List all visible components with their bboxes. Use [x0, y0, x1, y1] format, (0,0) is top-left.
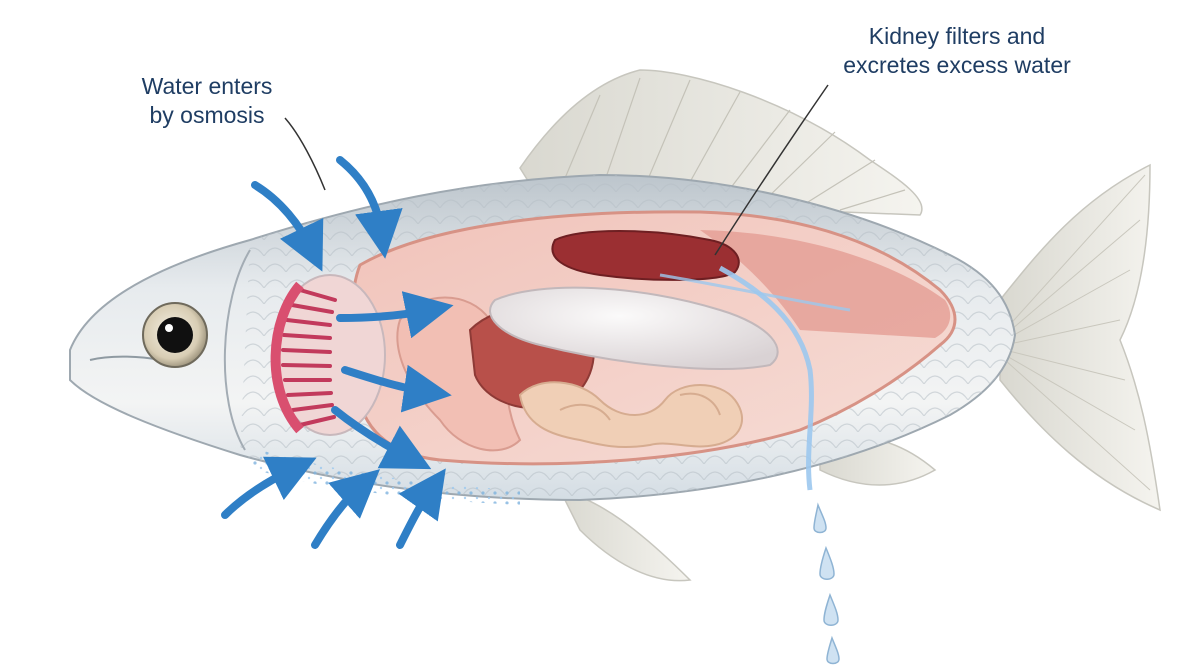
pupil [157, 317, 193, 353]
ureter [718, 265, 814, 491]
water-drop-3 [823, 592, 839, 626]
intestine [518, 381, 744, 449]
kidney-label: Kidney filters and excretes excess water [832, 22, 1082, 80]
swim-bladder [489, 286, 779, 370]
arrow-gill-3 [331, 406, 432, 470]
gills [281, 288, 337, 427]
caudal-fin [999, 163, 1161, 512]
osmosis-label-line-1: Water enters [141, 73, 273, 99]
arrow-bottom-2 [311, 469, 380, 549]
arrow-gill-1 [336, 291, 454, 339]
osmosis-label-line-2: by osmosis [149, 102, 265, 128]
arrow-top-1 [251, 181, 324, 272]
kidney-duct [659, 273, 851, 312]
muscle-flesh [700, 230, 951, 338]
kidney-label-line-2: excretes excess water [843, 52, 1071, 78]
caudal-fin-rays [1004, 174, 1151, 491]
pelvic-fin [558, 488, 692, 582]
operculum [223, 249, 251, 451]
water-drops [813, 502, 840, 665]
arrow-gill-2 [341, 364, 452, 413]
belly-water-dots [250, 450, 520, 505]
arrow-bottom-3 [396, 468, 446, 549]
osmosis-arrows [221, 156, 454, 549]
osmosis-leader-line [284, 117, 326, 191]
water-drop-1 [813, 502, 827, 534]
water-drop-4 [826, 635, 840, 665]
eye-highlight [165, 324, 173, 332]
arrow-bottom-1 [221, 456, 317, 519]
kidney-label-line-1: Kidney filters and [868, 23, 1046, 49]
gill-arch [270, 281, 304, 434]
kidney [551, 230, 740, 281]
arrow-top-2 [336, 156, 403, 259]
osmosis-label: Water enters by osmosis [112, 72, 302, 130]
kidney-leader-line [714, 84, 829, 256]
water-drop-2 [819, 545, 835, 580]
